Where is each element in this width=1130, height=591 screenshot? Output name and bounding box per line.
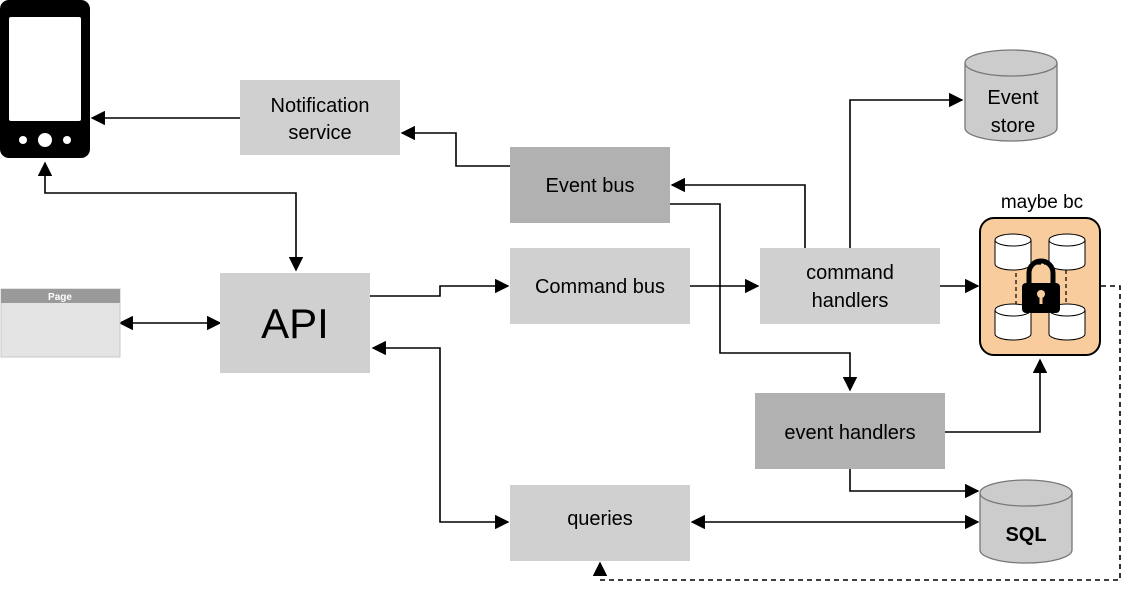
event-bus-label: Event bus	[546, 175, 635, 197]
notification-service-label-line1: Notification	[271, 95, 370, 117]
queries-label: queries	[567, 508, 633, 530]
event-handlers-node[interactable]: event handlers	[755, 393, 945, 469]
bc-db-top-right-icon	[1048, 233, 1086, 271]
event-handlers-label: event handlers	[784, 422, 915, 444]
sql-label: SQL	[1005, 524, 1046, 546]
edge-api-to-commandbus	[370, 278, 510, 297]
mobile-phone-icon	[0, 0, 90, 158]
event-store-label-line1: Event	[987, 87, 1039, 109]
event-store-label-line2: store	[991, 115, 1035, 137]
queries-node[interactable]: queries	[510, 485, 690, 561]
api-node[interactable]: API	[220, 273, 370, 373]
command-handlers-label-line1: command	[806, 262, 894, 284]
edge-eventbus-to-notification	[400, 125, 510, 167]
edge-commandhandlers-to-eventbus	[670, 177, 806, 248]
edge-phone-api	[37, 161, 304, 272]
sql-node[interactable]: SQL	[979, 479, 1073, 564]
notification-service-node[interactable]: Notification service	[240, 80, 400, 155]
browser-window-icon: Page	[0, 288, 121, 358]
padlock-icon	[1022, 258, 1060, 313]
edge-eventhandlers-to-sql	[849, 469, 980, 499]
bc-db-bottom-right-icon	[1048, 303, 1086, 341]
maybe-bc-label: maybe bc	[1001, 192, 1083, 213]
bc-db-top-left-icon	[994, 233, 1032, 271]
edge-eventhandlers-to-bc	[945, 358, 1048, 433]
event-store-node[interactable]: Event store	[964, 49, 1058, 142]
edges	[37, 92, 1121, 581]
edge-bc-to-queries-dashed	[592, 285, 1121, 581]
command-bus-label: Command bus	[535, 276, 665, 298]
command-handlers-node[interactable]: command handlers	[760, 248, 940, 324]
edge-api-queries	[371, 340, 510, 530]
command-bus-node[interactable]: Command bus	[510, 248, 690, 324]
event-bus-node[interactable]: Event bus	[510, 147, 670, 223]
maybe-bc-node[interactable]	[979, 217, 1101, 356]
edge-commandhandlers-to-eventstore	[849, 92, 964, 248]
notification-service-label-line2: service	[288, 122, 351, 144]
api-label: API	[261, 300, 329, 347]
page-window-title: Page	[48, 292, 72, 303]
command-handlers-label-line2: handlers	[812, 290, 889, 312]
edge-eventbus-to-eventhandlers	[670, 203, 858, 392]
